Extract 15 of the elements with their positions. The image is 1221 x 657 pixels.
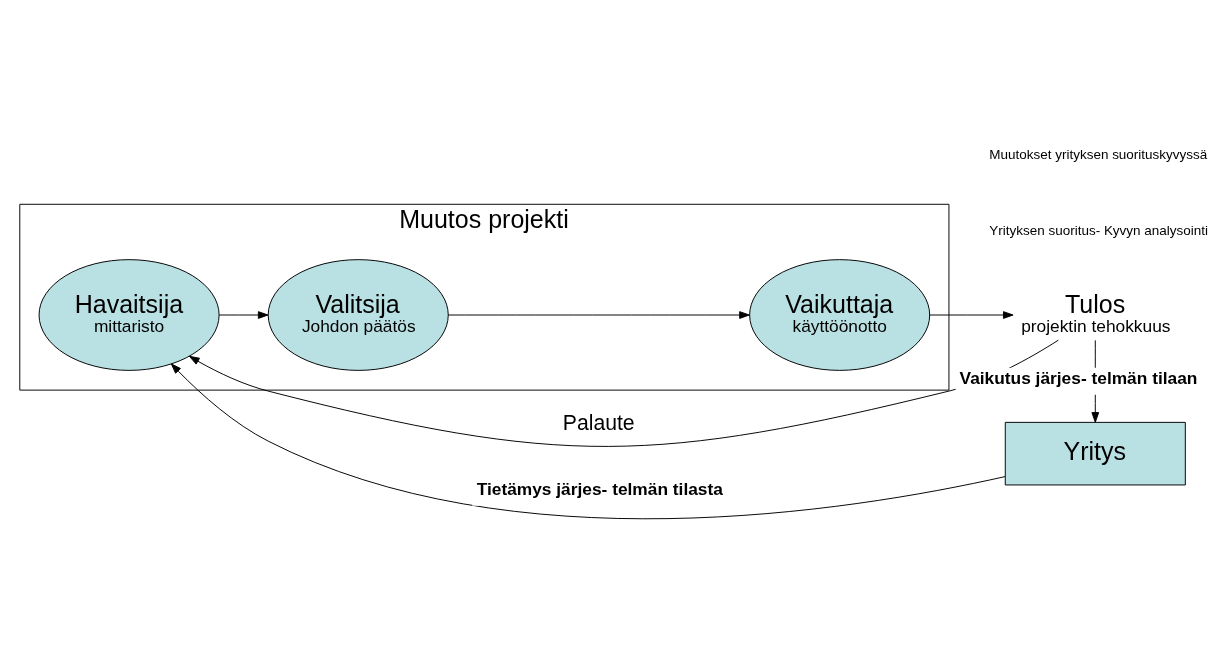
arrow — [218, 311, 269, 319]
edge-label: Tietämys järjes- telmän tilasta — [476, 479, 723, 500]
arrow — [929, 311, 1014, 319]
node-box: Yritys — [1004, 421, 1186, 486]
node-text: Tulos projektin tehokkuus — [1021, 289, 1171, 336]
edge-label: Palaute — [562, 411, 635, 435]
node-ellipse: Vaikuttaja käyttöönotto — [749, 259, 931, 371]
node-ellipse: Valitsija Johdon päätös — [267, 259, 449, 371]
arrow — [170, 363, 1006, 520]
arrow — [189, 339, 1059, 447]
arrow — [447, 311, 750, 319]
node-ellipse: Havaitsija mittaristo — [38, 259, 220, 371]
edge-label: Vaikutus järjes- telmän tilaan — [959, 368, 1198, 389]
label: Muutokset yrityksen suorituskyvyssä — [989, 146, 1208, 162]
label: Yrityksen suoritus- Kyvyn analysointi — [989, 222, 1208, 238]
